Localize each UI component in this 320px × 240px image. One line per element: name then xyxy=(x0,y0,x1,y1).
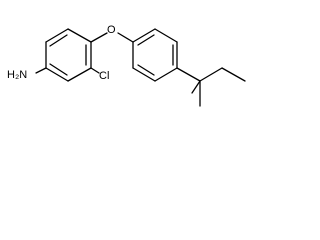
ring-quaternary-c-bond xyxy=(176,67,201,82)
ether-oxygen-label: O xyxy=(107,24,116,36)
ethyl-bond xyxy=(199,67,223,82)
chemical-structure-diagram: H₂N Cl O xyxy=(7,24,246,107)
ring-b-double-bond xyxy=(137,64,155,76)
ring-b-bond xyxy=(132,67,156,82)
ring-a-bond xyxy=(67,28,92,43)
methyl-bond xyxy=(191,80,201,94)
ring-a-bond xyxy=(45,67,69,82)
aniline-ring xyxy=(45,28,92,82)
o-c-bond xyxy=(117,32,134,43)
c-o-bond xyxy=(90,32,108,43)
ring-a-double-bond xyxy=(49,63,68,76)
tert-pentyl-group xyxy=(176,67,246,107)
ring-a-double-bond xyxy=(49,34,68,47)
ring-a-bond xyxy=(45,28,69,43)
ethyl-bond xyxy=(221,67,246,82)
chloro-label: Cl xyxy=(99,70,109,82)
ring-a-bond xyxy=(67,67,92,82)
amine-label: H₂N xyxy=(7,69,27,81)
ring-b-bond xyxy=(154,67,178,82)
ring-b-bond xyxy=(154,28,178,43)
ring-b-bond xyxy=(132,28,156,43)
phenyl-ring xyxy=(132,28,178,82)
c-cl-bond xyxy=(90,67,100,74)
ring-b-double-bond xyxy=(137,34,155,46)
c-n-bond xyxy=(35,67,47,74)
